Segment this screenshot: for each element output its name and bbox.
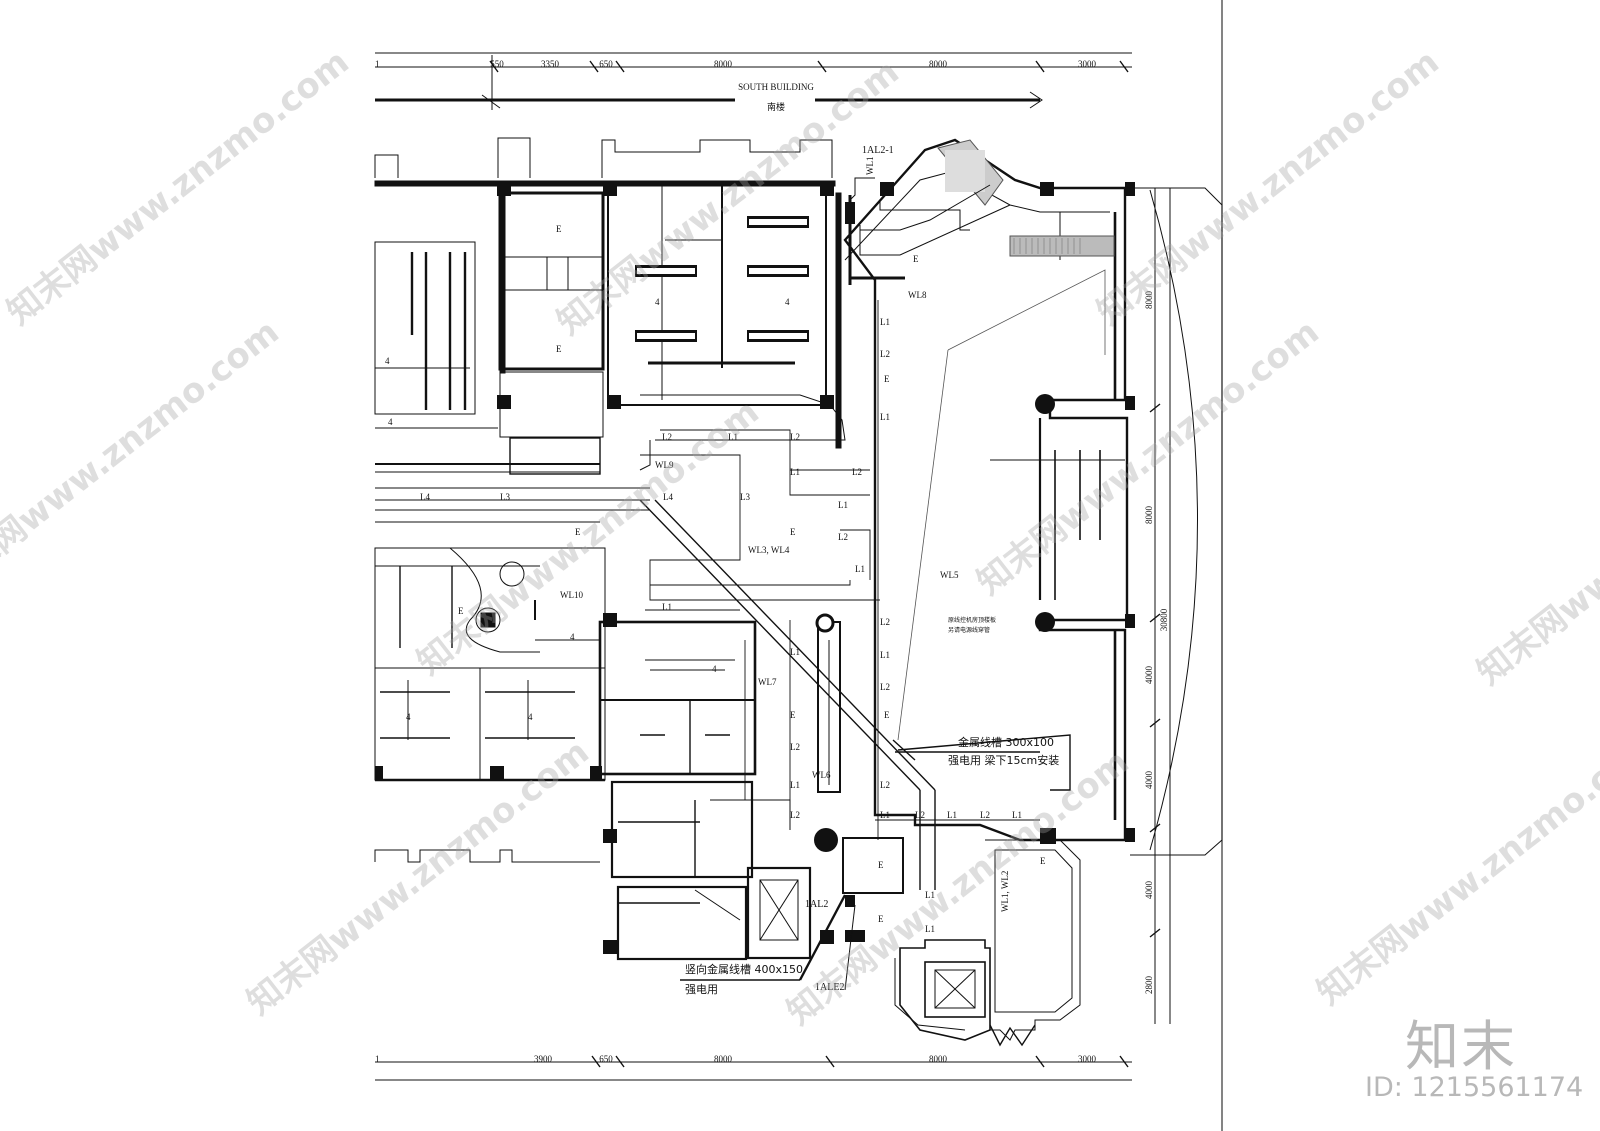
- right-dim-2: 4000: [1144, 666, 1154, 685]
- top-dim-0: 1: [375, 59, 380, 69]
- bottom-dim-2: 650: [599, 1054, 613, 1064]
- fixture-E-c: E: [913, 254, 919, 264]
- line-L1-b: L1: [790, 467, 800, 477]
- line-L2-l: L2: [980, 810, 990, 820]
- line-L1-j: L1: [790, 780, 800, 790]
- fixture-E-k: E: [878, 914, 884, 924]
- circuit-WL5: WL5: [940, 570, 959, 580]
- fixture-4-f: 4: [528, 712, 533, 722]
- circuit-WL9: WL9: [655, 460, 674, 470]
- building-cn: 南楼: [767, 101, 785, 112]
- bottom-dim-1: 3900: [534, 1054, 553, 1064]
- right-dim-3: 4000: [1144, 771, 1154, 790]
- line-L2-b: L2: [790, 432, 800, 442]
- fixture-E-d: E: [884, 374, 890, 384]
- circuit-WL3-WL4: WL3, WL4: [748, 545, 790, 555]
- line-L2-h: L2: [790, 742, 800, 752]
- line-L1-g: L1: [880, 650, 890, 660]
- line-L1-k: L1: [880, 810, 890, 820]
- fixture-E-l: E: [1040, 856, 1046, 866]
- top-dim-2: 3350: [541, 59, 560, 69]
- right-dim-5: 2800: [1144, 976, 1154, 995]
- top-dim-5: 8000: [929, 59, 948, 69]
- fixture-4-g: 4: [570, 632, 575, 642]
- building-en: SOUTH BUILDING: [738, 82, 814, 92]
- bottom-dim-3: 8000: [714, 1054, 733, 1064]
- circuit-WL7: WL7: [758, 677, 777, 687]
- line-L2-f: L2: [880, 617, 890, 627]
- fixture-E-f: E: [575, 527, 581, 537]
- line-L1-h: L1: [662, 602, 672, 612]
- panel-1AL2: 1AL2: [805, 899, 828, 910]
- bottom-dim-4: 8000: [929, 1054, 948, 1064]
- tray-note-horizontal-2: 强电用 梁下15cm安装: [948, 753, 1059, 767]
- line-L1-o: L1: [925, 924, 935, 934]
- line-L3-b: L3: [740, 492, 750, 502]
- line-L1-f: L1: [880, 412, 890, 422]
- bottom-dim-0: 1: [375, 1054, 380, 1064]
- line-L1-a: L1: [728, 432, 738, 442]
- line-L2-c: L2: [852, 467, 862, 477]
- line-L4-a: L4: [420, 492, 430, 502]
- fixture-E-e: E: [790, 527, 796, 537]
- top-dim-6: 3000: [1078, 59, 1097, 69]
- fixture-E-a: E: [556, 224, 562, 234]
- line-L2-j: L2: [880, 780, 890, 790]
- top-dim-4: 8000: [714, 59, 733, 69]
- panel-1AL2-1: 1AL2-1: [862, 145, 894, 156]
- bottom-dim-5: 3000: [1078, 1054, 1097, 1064]
- right-total: 30800: [1159, 608, 1169, 631]
- circuit-WL10: WL10: [560, 590, 583, 600]
- line-L2-k: L2: [915, 810, 925, 820]
- line-L2-d: L2: [838, 532, 848, 542]
- circuit-WL1-WL2: WL1, WL2: [1000, 871, 1010, 912]
- line-L2-a: L2: [662, 432, 672, 442]
- tray-note-vertical-1: 竖向金属线槽 400x150: [685, 962, 803, 976]
- line-L3-a: L3: [500, 492, 510, 502]
- circuit-WL1: WL1: [865, 157, 875, 176]
- line-L2-g: L2: [880, 682, 890, 692]
- small-note-2: 另请电源线穿管: [948, 626, 990, 634]
- fixture-4-h: 4: [712, 664, 717, 674]
- top-dim-3: 650: [599, 59, 613, 69]
- right-dim-0: 8000: [1144, 291, 1154, 310]
- line-L1-c: L1: [838, 500, 848, 510]
- line-L1-e: L1: [880, 317, 890, 327]
- line-L1-m: L1: [1012, 810, 1022, 820]
- tray-note-horizontal-1: 金属线槽 300x100: [958, 735, 1054, 749]
- fixture-4-a: 4: [385, 356, 390, 366]
- circuit-WL8: WL8: [908, 290, 927, 300]
- fixture-E-j: E: [878, 860, 884, 870]
- line-L2-e: L2: [880, 349, 890, 359]
- line-L4-b: L4: [663, 492, 673, 502]
- fixture-4-e: 4: [406, 712, 411, 722]
- line-L1-d: L1: [855, 564, 865, 574]
- fixture-E-h: E: [790, 710, 796, 720]
- fixture-4-d: 4: [785, 297, 790, 307]
- text-layer: SOUTH BUILDING 南楼 1 550 3350 650 8000 80…: [375, 59, 1169, 1064]
- fixture-4-b: 4: [388, 417, 393, 427]
- fixture-E-b: E: [556, 344, 562, 354]
- line-L2-i: L2: [790, 810, 800, 820]
- fixture-4-c: 4: [655, 297, 660, 307]
- circuit-WL6: WL6: [812, 770, 831, 780]
- line-L1-i: L1: [790, 647, 800, 657]
- panel-1ALE2: 1ALE2: [815, 982, 844, 993]
- top-dim-1: 550: [490, 59, 504, 69]
- image-id-label: ID: 1215561174: [1365, 1072, 1584, 1103]
- brand-logo: 知末: [1405, 1015, 1517, 1078]
- fixture-E-i: E: [884, 710, 890, 720]
- right-dim-4: 4000: [1144, 881, 1154, 900]
- right-dim-1: 8000: [1144, 506, 1154, 525]
- line-L1-n: L1: [925, 890, 935, 900]
- tray-note-vertical-2: 强电用: [685, 983, 718, 996]
- line-L1-l: L1: [947, 810, 957, 820]
- small-note-1: 原线控机房顶楼板: [948, 616, 996, 624]
- fixture-E-g: E: [458, 606, 464, 616]
